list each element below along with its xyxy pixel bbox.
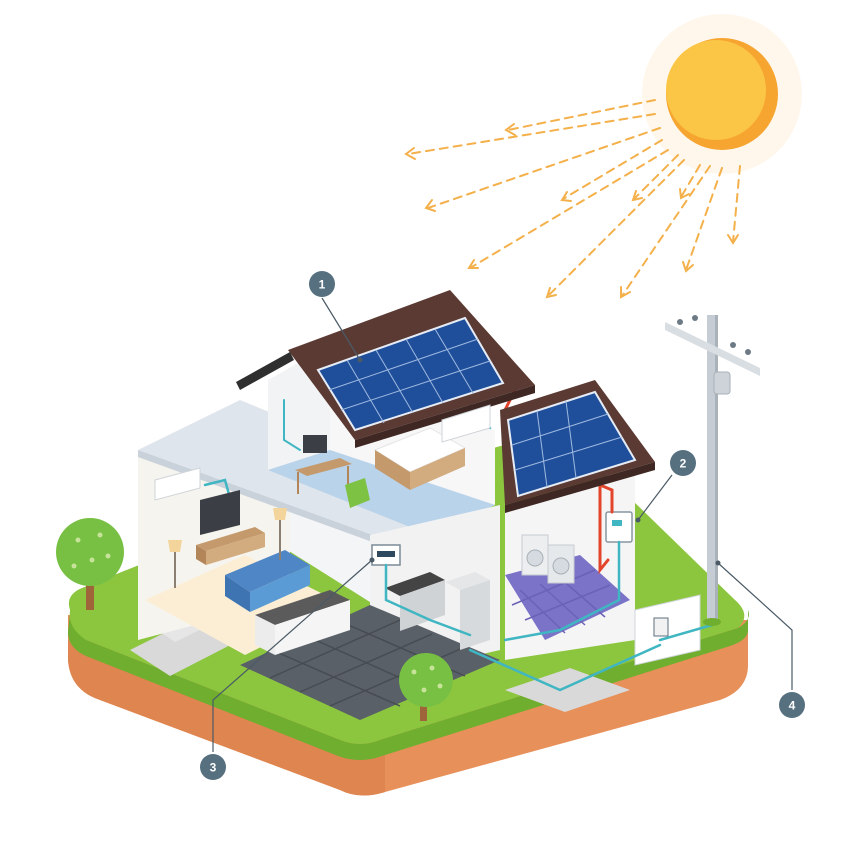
marker-4-label: 4: [789, 699, 796, 713]
marker-1-label: 1: [319, 278, 326, 292]
solar-panel-wing: [506, 390, 637, 498]
tree-left: [56, 518, 124, 610]
sun: [642, 14, 802, 174]
marker-3-label: 3: [210, 761, 217, 775]
marker-2: 2: [670, 450, 696, 476]
solar-panel-main: [316, 316, 505, 432]
marker-4: 4: [779, 692, 805, 718]
marker-2-label: 2: [680, 457, 687, 471]
utility-pole: [665, 315, 760, 626]
living-room-furniture: [154, 467, 310, 612]
tree-front: [399, 653, 453, 721]
bedroom-furniture: [295, 404, 491, 508]
kitchen: [240, 505, 500, 720]
callout-dots: [357, 357, 721, 566]
sun-rays: [404, 99, 741, 299]
marker-3: 3: [200, 754, 226, 780]
callout-lines: [212, 297, 793, 752]
marker-1: 1: [309, 271, 335, 297]
laundry-wing: [505, 470, 701, 666]
